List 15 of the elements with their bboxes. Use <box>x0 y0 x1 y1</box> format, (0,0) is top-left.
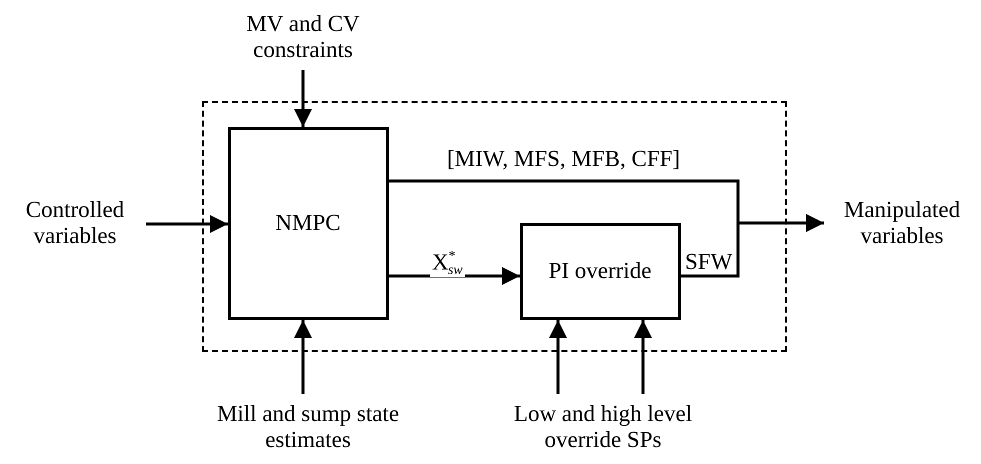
controller-block: PI override <box>520 222 680 320</box>
arrow <box>549 320 567 394</box>
input-label: Mill and sump state estimates <box>216 400 400 454</box>
arrow <box>146 215 228 233</box>
input-label: Low and high level override SPs <box>512 400 694 454</box>
arrow <box>389 267 520 285</box>
controller-block: NMPC <box>228 126 388 320</box>
arrow <box>294 70 312 127</box>
arrow <box>634 320 652 394</box>
output-label: Manipulated variables <box>842 196 962 250</box>
arrow <box>681 214 824 278</box>
input-label: MV and CV constraints <box>245 10 361 64</box>
arrow <box>294 320 312 394</box>
dashed-boundary-box <box>202 101 787 352</box>
input-label: Controlled variables <box>24 196 126 250</box>
